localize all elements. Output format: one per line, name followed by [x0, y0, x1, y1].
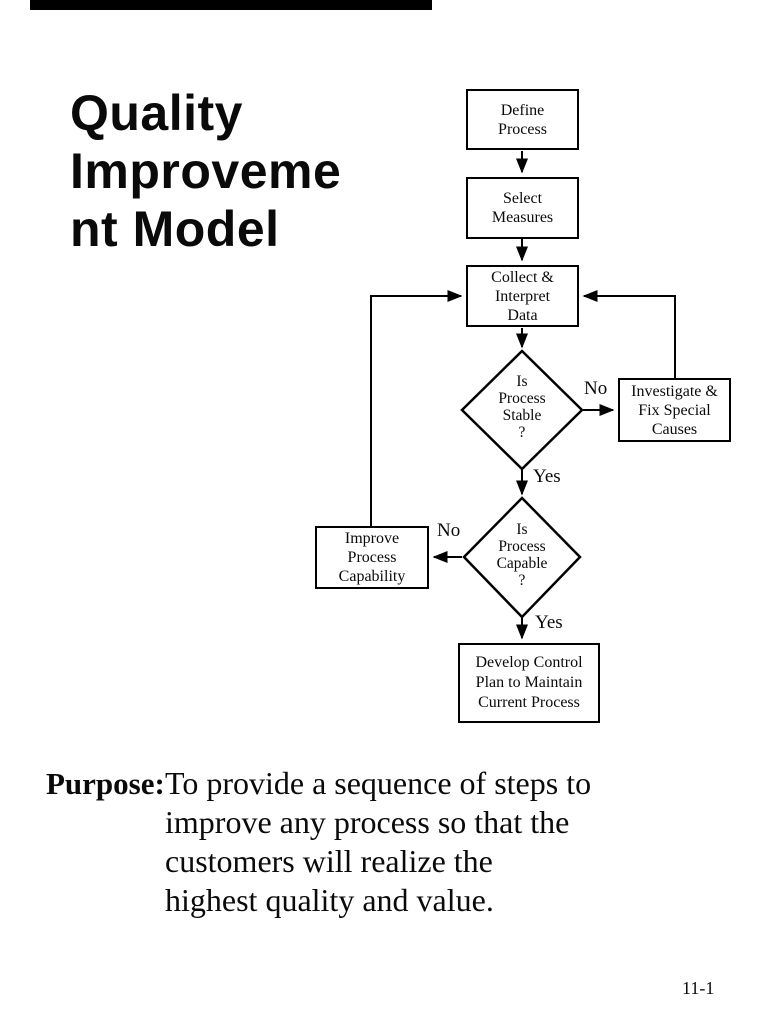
node-label-line: Process: [498, 538, 546, 555]
node-label-line: Measures: [491, 209, 554, 226]
node-label-line: Current Process: [478, 694, 580, 711]
flow-node-improve-process-capability: Improve Process Capability: [315, 526, 429, 589]
node-label-line: Plan to Maintain: [475, 674, 583, 691]
flow-node-select-measures: Select Measures: [466, 177, 579, 239]
edge-label-stable-yes: Yes: [533, 466, 561, 487]
decision-diamond-stable: [460, 349, 584, 471]
node-label-line: Develop Control: [475, 654, 583, 671]
flow-node-investigate-fix-causes: Investigate & Fix Special Causes: [618, 378, 731, 442]
purpose-text-line: customers will realize the: [165, 843, 493, 879]
page-title: Quality Improveme nt Model: [70, 84, 430, 258]
node-label-line: Stable: [502, 407, 542, 424]
purpose-label: Purpose:: [46, 766, 165, 801]
purpose-text-line: highest quality and value.: [165, 882, 494, 918]
node-label-line: Select: [502, 190, 543, 207]
top-edge-bar: [30, 0, 432, 10]
page-number: 11-1: [682, 978, 715, 998]
node-label-line: Is: [516, 373, 528, 390]
decision-label-is-process-stable: Is Process Stable ?: [472, 373, 572, 441]
node-label-line: Is: [516, 521, 528, 538]
node-label-line: Capable: [496, 555, 548, 572]
node-label-line: Fix Special: [638, 401, 711, 419]
flow-node-collect-interpret-data: Collect & Interpret Data: [466, 265, 579, 327]
edge-label-capable-yes: Yes: [535, 612, 563, 633]
node-label-line: Capability: [338, 568, 406, 585]
edge-label-capable-no: No: [437, 520, 461, 541]
flow-node-define-process: Define Process: [466, 89, 579, 150]
node-label-line: Process: [498, 120, 547, 138]
purpose-section: Purpose: To provide a sequence of steps …: [46, 764, 726, 920]
edge-label-stable-no: No: [584, 378, 608, 399]
feedback-improve-to-collect: [370, 290, 463, 526]
node-label-line: Collect &: [491, 268, 554, 286]
node-label-line: Improve: [344, 530, 400, 547]
page-title-line: nt Model: [70, 201, 280, 257]
node-label-line: Process: [347, 549, 397, 566]
node-label-line: Investigate &: [631, 382, 718, 400]
node-label-line: ?: [518, 572, 526, 589]
node-label-line: ?: [518, 424, 526, 441]
node-label-line: Define: [500, 101, 545, 119]
node-label-line: Causes: [651, 420, 698, 438]
decision-label-is-process-capable: Is Process Capable ?: [472, 521, 572, 589]
decision-diamond-capable: [462, 496, 582, 619]
purpose-text-line: To provide a sequence of steps to: [165, 765, 592, 801]
node-label-line: Process: [498, 390, 546, 407]
purpose-text-line: improve any process so that the: [165, 804, 570, 840]
node-label-line: Interpret: [494, 287, 551, 305]
feedback-investigate-to-collect: [582, 290, 676, 378]
page-title-line: Quality: [70, 85, 243, 141]
flow-node-develop-control-plan: Develop Control Plan to Maintain Current…: [458, 643, 600, 723]
purpose-text: To provide a sequence of steps to improv…: [165, 764, 591, 920]
page-title-line: Improveme: [70, 143, 342, 199]
node-label-line: Data: [507, 306, 538, 324]
